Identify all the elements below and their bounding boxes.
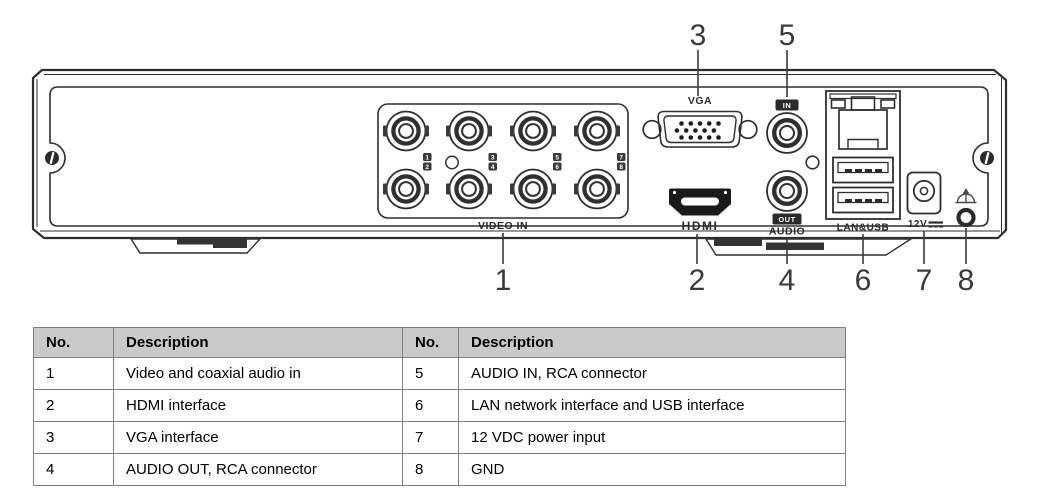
cell-description: HDMI interface bbox=[113, 389, 403, 422]
cell-no: 2 bbox=[33, 389, 114, 422]
callout-audio-in: 5 bbox=[779, 19, 796, 97]
cell-no: 3 bbox=[33, 421, 114, 454]
svg-text:4: 4 bbox=[779, 264, 796, 297]
bnc-channel-labels: 1 2 3 4 5 6 7 8 bbox=[423, 153, 626, 171]
audio-out-badge: OUT bbox=[778, 215, 795, 224]
callout-audio-out: 4 bbox=[779, 238, 796, 297]
usb-port-2 bbox=[832, 186, 894, 214]
header-no-right: No. bbox=[402, 327, 459, 358]
callout-gnd: 8 bbox=[958, 228, 975, 297]
cell-no: 6 bbox=[402, 389, 459, 422]
svg-text:5: 5 bbox=[779, 19, 796, 52]
audio-section: IN OUT AUDIO bbox=[767, 99, 820, 238]
cell-description: GND bbox=[458, 453, 846, 486]
svg-text:1: 1 bbox=[425, 155, 429, 162]
power-label: 12V bbox=[908, 219, 927, 230]
svg-text:6: 6 bbox=[555, 164, 559, 171]
callouts: 3 5 1 2 4 6 7 bbox=[495, 19, 975, 297]
audio-label: AUDIO bbox=[769, 226, 805, 238]
cell-no: 8 bbox=[402, 453, 459, 486]
table-row: 2 HDMI interface 6 LAN network interface… bbox=[33, 389, 846, 422]
svg-text:3: 3 bbox=[690, 19, 707, 52]
rear-panel-diagram: 1 2 3 4 5 6 7 8 VIDEO IN VGA bbox=[31, 19, 1008, 297]
svg-text:5: 5 bbox=[555, 155, 559, 162]
svg-text:3: 3 bbox=[491, 155, 495, 162]
callout-vga: 3 bbox=[690, 19, 707, 96]
lan-usb-block: LAN&USB bbox=[825, 90, 901, 234]
hdmi-label: HDMI bbox=[682, 219, 719, 233]
audio-in-rca bbox=[767, 113, 807, 153]
device-case bbox=[31, 68, 1008, 256]
cell-no: 5 bbox=[402, 357, 459, 390]
vga-pins bbox=[674, 121, 721, 140]
svg-text:2: 2 bbox=[689, 264, 706, 297]
svg-text:8: 8 bbox=[958, 264, 975, 297]
left-screw bbox=[45, 151, 59, 165]
svg-text:4: 4 bbox=[491, 164, 495, 171]
cell-description: 12 VDC power input bbox=[458, 421, 846, 454]
cell-description: AUDIO IN, RCA connector bbox=[458, 357, 846, 390]
callout-lan-usb: 6 bbox=[855, 234, 872, 297]
cell-description: VGA interface bbox=[113, 421, 403, 454]
svg-text:7: 7 bbox=[619, 155, 623, 162]
video-in-bnc-block: 1 2 3 4 5 6 7 8 VIDEO IN bbox=[377, 103, 629, 232]
svg-text:1: 1 bbox=[495, 264, 512, 297]
table-row: 1 Video and coaxial audio in 5 AUDIO IN,… bbox=[33, 357, 846, 390]
cell-description: AUDIO OUT, RCA connector bbox=[113, 453, 403, 486]
right-foot bbox=[704, 238, 914, 256]
audio-out-rca bbox=[767, 171, 807, 211]
callout-hdmi: 2 bbox=[689, 234, 706, 297]
right-screw bbox=[980, 151, 994, 165]
cell-no: 1 bbox=[33, 357, 114, 390]
header-desc-left: Description bbox=[113, 327, 403, 358]
dc-voltage-icon bbox=[928, 221, 944, 228]
cell-description: Video and coaxial audio in bbox=[113, 357, 403, 390]
svg-text:2: 2 bbox=[425, 164, 429, 171]
power-jack: 12V bbox=[906, 171, 944, 230]
hdmi-connector: HDMI bbox=[669, 188, 731, 233]
svg-text:8: 8 bbox=[619, 164, 623, 171]
video-in-label: VIDEO IN bbox=[478, 220, 528, 232]
callout-video-in: 1 bbox=[495, 233, 512, 297]
callout-power: 7 bbox=[916, 231, 933, 297]
left-foot bbox=[129, 238, 262, 254]
description-table: No. Description No. Description 1 Video … bbox=[33, 327, 846, 486]
usb-port-1 bbox=[832, 156, 894, 184]
table-row: 4 AUDIO OUT, RCA connector 8 GND bbox=[33, 453, 846, 486]
vga-label: VGA bbox=[688, 95, 712, 107]
header-no-left: No. bbox=[33, 327, 114, 358]
ground-icon bbox=[955, 188, 977, 204]
table-row: 3 VGA interface 7 12 VDC power input bbox=[33, 421, 846, 454]
cell-no: 4 bbox=[33, 453, 114, 486]
svg-text:7: 7 bbox=[916, 264, 933, 297]
lan-port bbox=[830, 96, 896, 150]
cell-description: LAN network interface and USB interface bbox=[458, 389, 846, 422]
gnd-terminal bbox=[955, 188, 977, 228]
cell-no: 7 bbox=[402, 421, 459, 454]
header-desc-right: Description bbox=[458, 327, 846, 358]
lan-usb-label: LAN&USB bbox=[837, 223, 889, 234]
vga-connector: VGA bbox=[642, 95, 758, 148]
audio-in-badge: IN bbox=[783, 101, 792, 110]
svg-text:6: 6 bbox=[855, 264, 872, 297]
table-header-row: No. Description No. Description bbox=[33, 327, 846, 358]
